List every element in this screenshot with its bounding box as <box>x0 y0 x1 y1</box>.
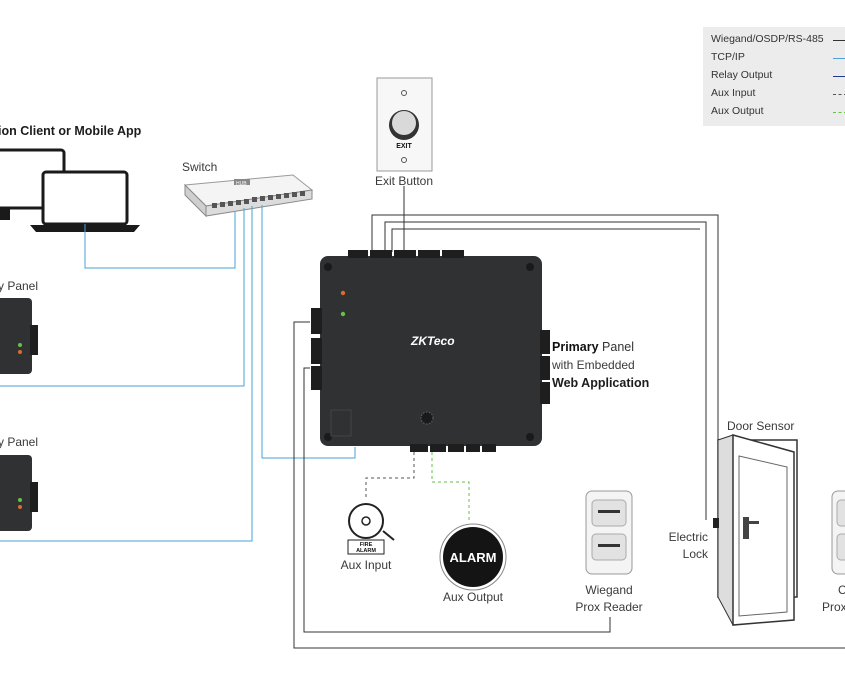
laptop-icon <box>30 170 140 232</box>
aux-output-wire <box>431 452 470 520</box>
electric-lock-label-2: Lock <box>683 547 709 561</box>
wiegand-label-1: Wiegand <box>585 583 632 597</box>
fire-alarm-text-2: ALARM <box>356 548 376 554</box>
fire-alarm-bell-icon: FIRE ALARM <box>347 503 395 555</box>
legend-item-tcpip: TCP/IP <box>711 51 745 63</box>
aux-input-wire <box>365 452 415 500</box>
legend-item-aux-output: Aux Output <box>711 105 764 117</box>
fire-alarm-text-1: FIRE <box>360 542 373 548</box>
switch-hub-icon: HUB <box>183 174 314 218</box>
aux-input-label: Aux Input <box>341 558 392 572</box>
exit-button-label: Exit Button <box>375 174 433 188</box>
legend: Wiegand/OSDP/RS-485 TCP/IP Relay Output … <box>703 27 845 126</box>
panel-top-label: y Panel <box>0 279 38 293</box>
aux-output-label: Aux Output <box>443 590 504 604</box>
right-reader-label-2: Prox <box>822 600 845 614</box>
primary-line3: Web Application <box>552 376 649 390</box>
legend-swatch-wiegand <box>833 40 845 41</box>
right-reader-label-1: C <box>838 583 845 597</box>
tcpip-wires <box>0 205 356 542</box>
primary-rest: Panel <box>599 340 634 354</box>
primary-panel-caption: Primary Panel <box>552 340 634 354</box>
exit-button-device: EXIT <box>376 77 433 172</box>
legend-item-wiegand: Wiegand/OSDP/RS-485 <box>711 33 824 45</box>
panel-bottom-label: y Panel <box>0 435 38 449</box>
wiegand-label-2: Prox Reader <box>575 600 642 614</box>
legend-swatch-relay <box>833 76 845 77</box>
alarm-text: ALARM <box>450 550 497 565</box>
legend-item-aux-input: Aux Input <box>711 87 756 99</box>
electric-lock-label-1: Electric <box>669 530 708 544</box>
legend-item-relay: Relay Output <box>711 69 773 81</box>
switch-hub-text: HUB <box>236 181 247 187</box>
primary-line2: with Embedded <box>551 358 635 372</box>
wiegand-reader-icon <box>585 490 633 575</box>
alarm-siren-icon: ALARM <box>439 523 507 591</box>
brand-logo: ZKTeco <box>410 334 455 348</box>
legend-swatch-aux-input <box>833 94 845 95</box>
legend-swatch-tcpip <box>833 58 845 59</box>
secondary-panel-top <box>0 298 38 374</box>
primary-bold: Primary <box>552 340 599 354</box>
client-title: ion Client or Mobile App <box>0 124 142 138</box>
legend-swatch-aux-output <box>833 112 845 113</box>
secondary-panel-bottom <box>0 455 38 531</box>
switch-label: Switch <box>182 160 217 174</box>
exit-plate-text: EXIT <box>396 143 412 150</box>
door-icon <box>713 434 798 626</box>
right-reader-icon <box>831 490 845 575</box>
primary-panel: ZKTeco <box>311 250 550 452</box>
relay-wiegand-wires <box>293 186 845 649</box>
door-sensor-label: Door Sensor <box>727 419 794 433</box>
